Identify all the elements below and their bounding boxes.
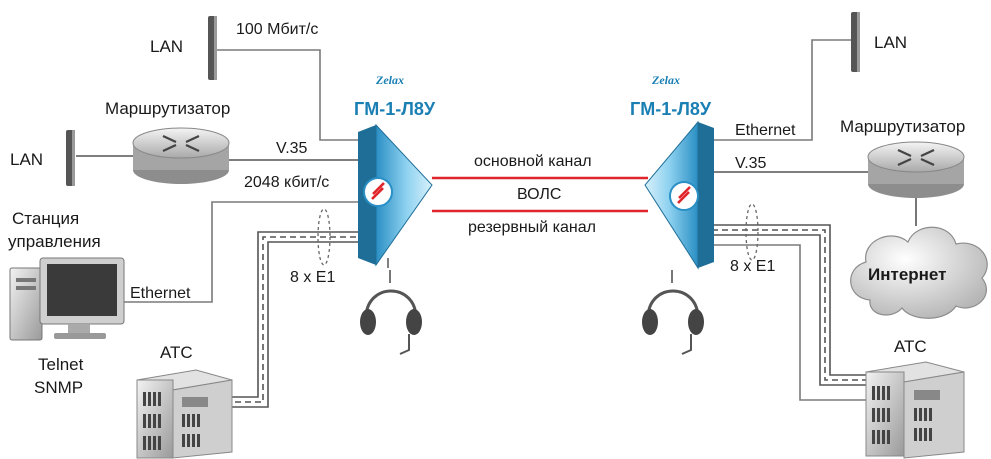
speed-label-2048: 2048 кбит/с	[244, 174, 329, 191]
speed-label-100: 100 Мбит/с	[236, 21, 318, 38]
lan-label-mid-left: LAN	[10, 150, 43, 169]
lan-bus-icon	[851, 12, 860, 72]
router-icon	[132, 127, 230, 184]
backup-channel-label: резервный канал	[468, 219, 596, 236]
pbx-icon	[136, 369, 233, 459]
atc-label-right: АТС	[894, 337, 927, 356]
lan-label-top-right: LAN	[874, 33, 907, 52]
model-label-right: ГМ-1-Л8У	[630, 99, 712, 119]
snmp-label: SNMP	[34, 378, 83, 397]
brand-logo-left: Zelax	[375, 73, 404, 87]
left-wires	[76, 49, 370, 408]
headset-icon	[642, 270, 704, 355]
e1-label-left: 8 x E1	[290, 269, 335, 286]
lan-bus-icon	[66, 130, 75, 186]
svg-text:Zelax: Zelax	[375, 73, 404, 87]
ethernet-label-right: Ethernet	[735, 122, 796, 139]
model-label-left: ГМ-1-Л8У	[354, 99, 436, 119]
lan-bus-icon	[208, 16, 217, 80]
brand-logo-right: Zelax	[651, 73, 680, 87]
internet-label: Интернет	[868, 265, 946, 284]
lan-label-top-left: LAN	[150, 37, 183, 56]
multiplexer-icon	[644, 120, 714, 270]
fiber-link-label: ВОЛС	[517, 186, 561, 203]
atc-label-left: АТС	[160, 343, 193, 362]
cloud-icon	[850, 226, 988, 319]
v35-label-left: V.35	[276, 140, 308, 157]
computer-icon	[9, 257, 125, 341]
telnet-label: Telnet	[38, 355, 84, 374]
station-label-line2: управления	[8, 232, 101, 251]
headset-icon	[360, 270, 422, 355]
fiber-links	[432, 176, 648, 213]
svg-text:Zelax: Zelax	[651, 73, 680, 87]
right-wires	[712, 39, 917, 401]
router-label-left: Маршрутизатор	[105, 99, 230, 118]
router-icon	[867, 141, 965, 198]
ethernet-label-left: Ethernet	[130, 285, 191, 302]
multiplexer-icon	[358, 123, 433, 268]
station-label-line1: Станция	[12, 209, 79, 228]
v35-label-right: V.35	[735, 155, 767, 172]
pbx-icon	[865, 361, 965, 459]
router-label-right: Маршрутизатор	[840, 117, 965, 136]
e1-label-right: 8 x E1	[730, 258, 775, 275]
main-channel-label: основной канал	[474, 153, 592, 170]
